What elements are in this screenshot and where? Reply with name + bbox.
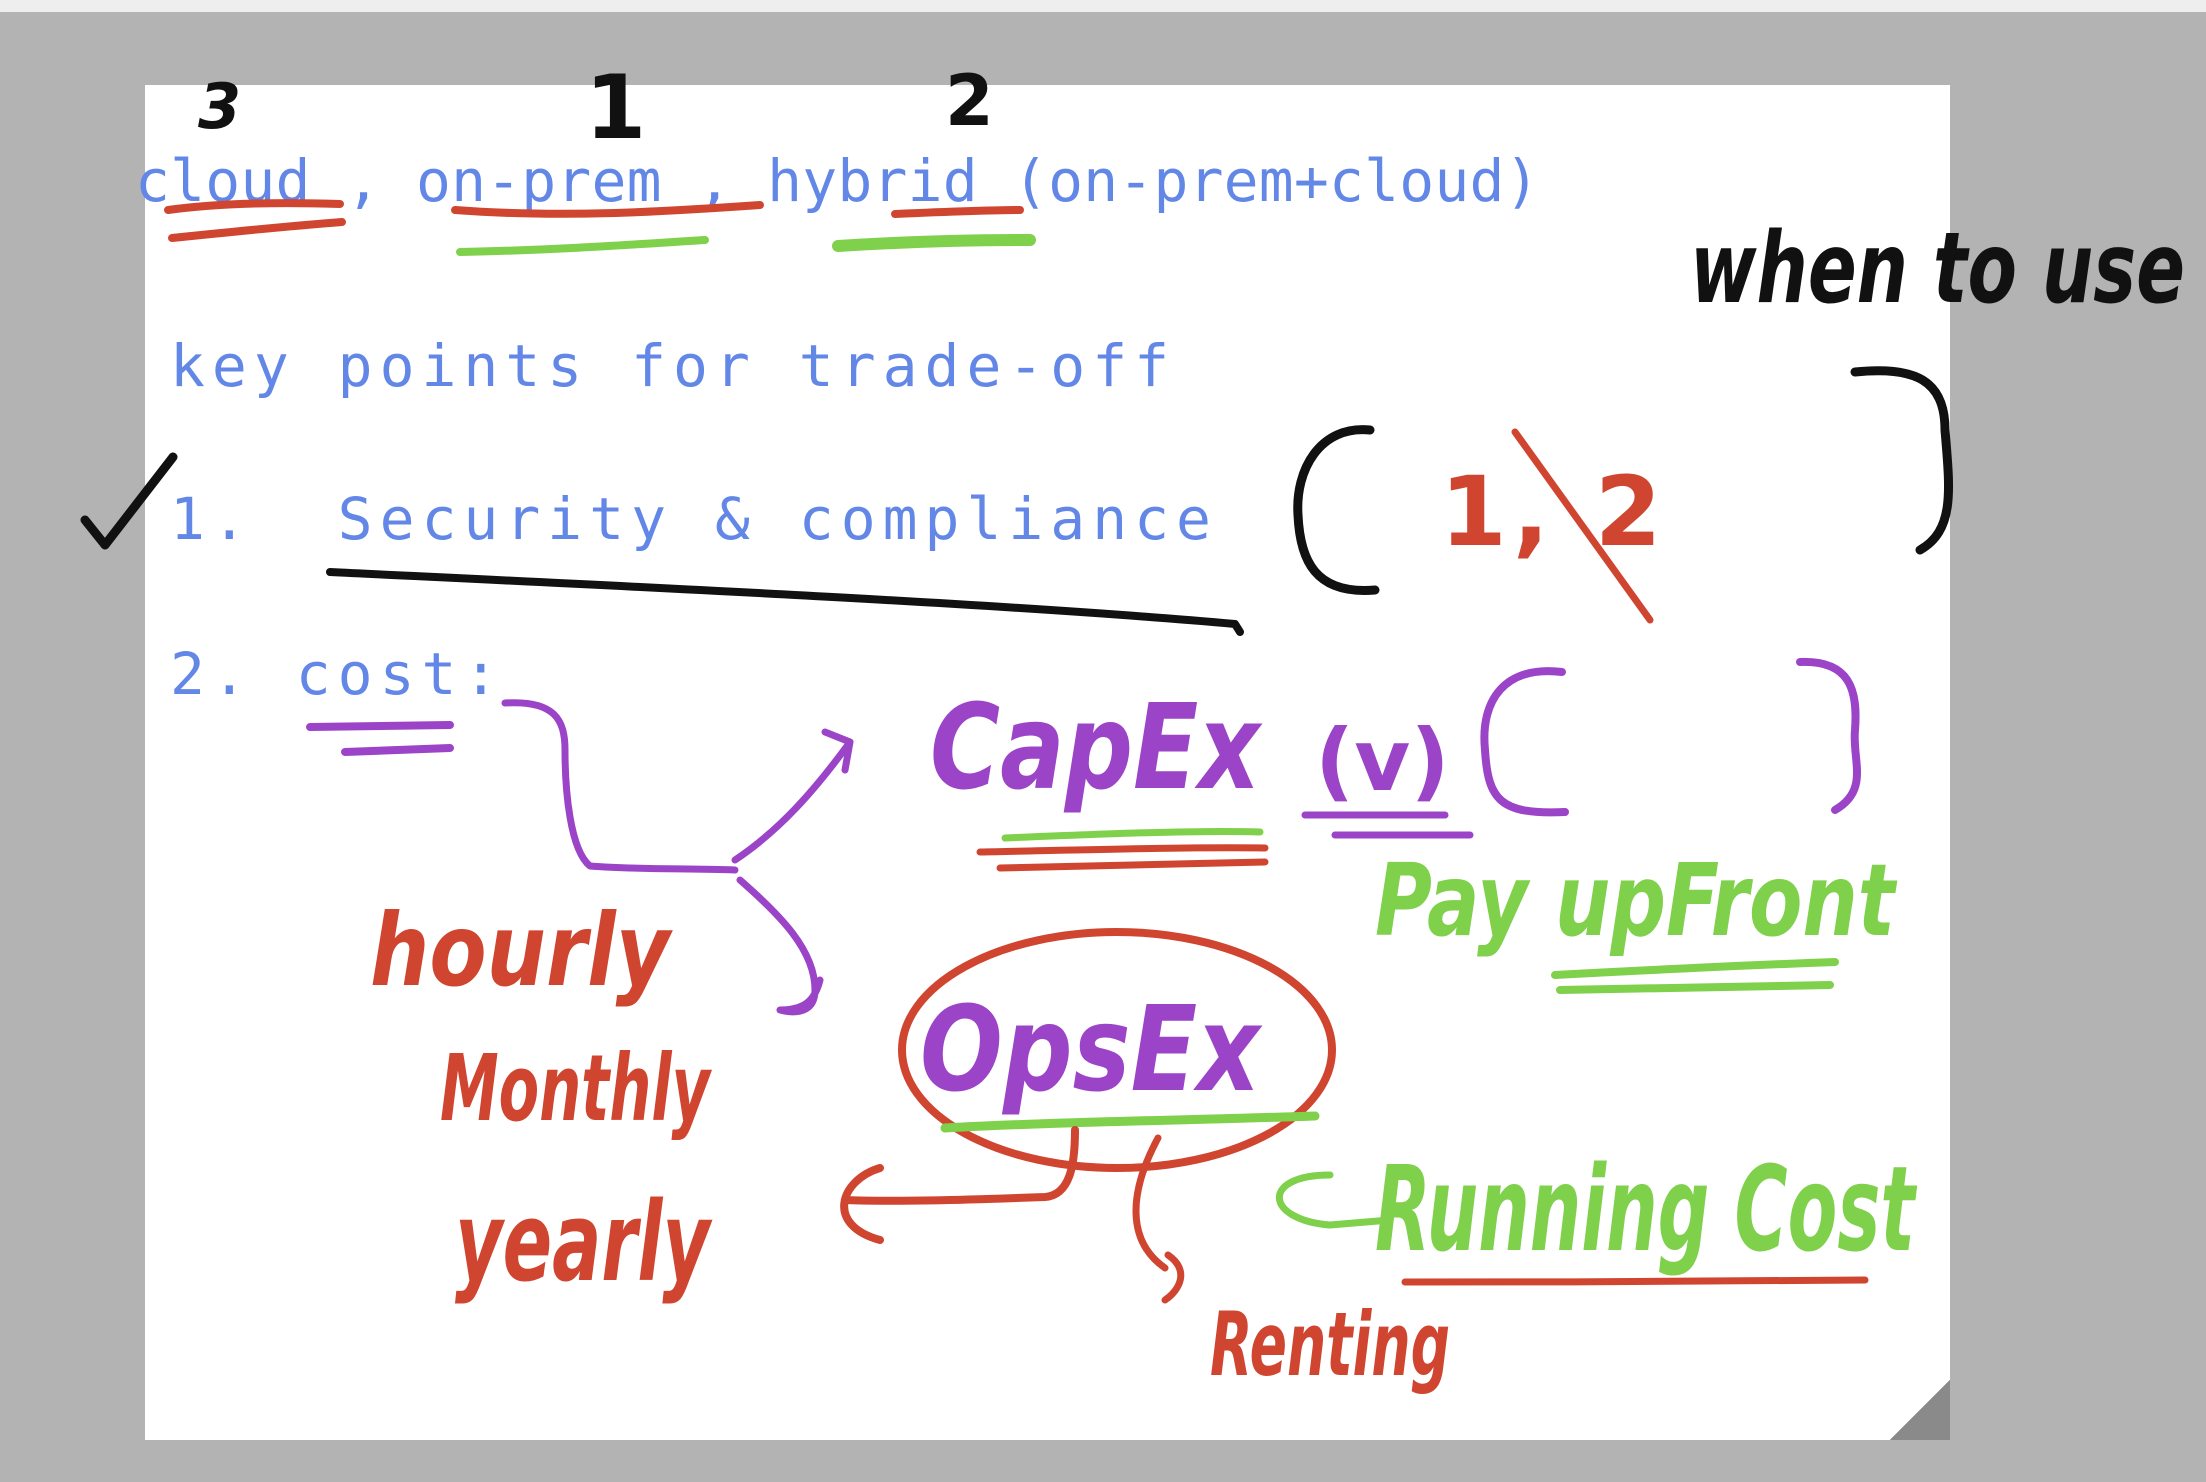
capex-underline-red bbox=[976, 844, 1269, 872]
page-corner-fold bbox=[1890, 1380, 1950, 1440]
when-to-use: when to use bbox=[1690, 212, 2185, 326]
pay-upfront-label: Pay upFront bbox=[1375, 842, 1897, 959]
cost-branch bbox=[501, 699, 739, 874]
onprem-underline-green bbox=[456, 236, 709, 256]
capex-mark: (v) bbox=[1315, 711, 1450, 811]
window-top-strip bbox=[0, 0, 2206, 12]
note-page[interactable] bbox=[145, 85, 1950, 1440]
opsex-to-renting-arrow bbox=[1132, 1134, 1185, 1304]
monthly-label: Monthly bbox=[440, 1035, 713, 1142]
renting-label: Renting bbox=[1210, 1293, 1450, 1396]
right-bracket bbox=[1850, 366, 1954, 555]
pay-upfront-underline bbox=[1551, 958, 1839, 994]
capex-bracket-right bbox=[1796, 657, 1861, 814]
left-bracket bbox=[1293, 425, 1380, 595]
running-cost-underline bbox=[1401, 1276, 1869, 1286]
arrow-to-opsex bbox=[736, 876, 824, 1016]
choice-1-2: 1, 2 bbox=[1440, 456, 1667, 568]
typed-line-cost: 2. cost: bbox=[170, 640, 506, 708]
onprem-underline-red bbox=[451, 201, 764, 218]
hybrid-underline-green bbox=[832, 234, 1036, 252]
opsex-underline bbox=[940, 1111, 1320, 1133]
capex-underline-green bbox=[1001, 827, 1264, 842]
typed-line-deployment-options: cloud , on-prem , hybrid (on-prem+cloud) bbox=[135, 147, 1540, 215]
rank-onprem: 1 bbox=[585, 56, 646, 159]
capex-mark-underline bbox=[1301, 811, 1474, 839]
running-cost-label: Running Cost bbox=[1375, 1140, 1918, 1278]
security-underline bbox=[326, 568, 1244, 636]
check-mark-icon bbox=[80, 452, 178, 550]
arrow-to-capex bbox=[731, 728, 854, 864]
capex-label: CapEx bbox=[930, 678, 1263, 816]
rank-cloud: 3 bbox=[198, 70, 241, 143]
opsex-label: OpsEx bbox=[920, 980, 1263, 1118]
running-cost-arrow bbox=[1275, 1171, 1394, 1229]
cloud-underline bbox=[164, 199, 346, 242]
hybrid-underline-red bbox=[891, 206, 1024, 218]
typed-line-key-points: key points for trade-off bbox=[170, 332, 1177, 400]
typed-line-security: 1. Security & compliance bbox=[170, 485, 1218, 553]
yearly-label: yearly bbox=[455, 1178, 713, 1306]
strike-through-2 bbox=[1511, 428, 1654, 624]
capex-bracket-left bbox=[1480, 667, 1569, 817]
opsex-to-yearly-arrow bbox=[840, 1126, 1079, 1244]
rank-hybrid: 2 bbox=[945, 60, 994, 142]
hourly-label: hourly bbox=[370, 892, 673, 1009]
cost-double-underline bbox=[306, 721, 454, 756]
opsex-circle bbox=[898, 928, 1336, 1172]
